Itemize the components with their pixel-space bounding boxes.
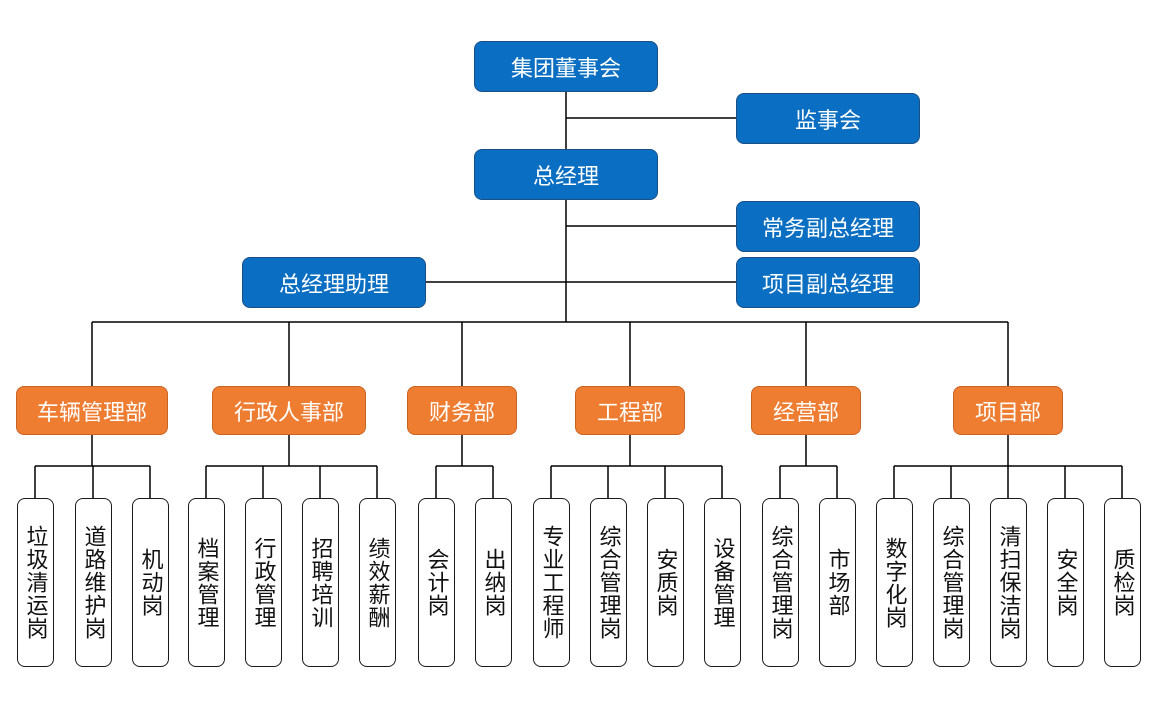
- department-box: 车辆管理部: [16, 386, 168, 435]
- department-box: 经营部: [751, 386, 861, 435]
- executive-vp-box: 常务副总经理: [736, 201, 920, 252]
- department-box: 财务部: [407, 386, 517, 435]
- position-box: 行政管理: [244, 498, 282, 667]
- position-box: 绩效薪酬: [358, 498, 396, 667]
- position-box: 综合管理岗: [761, 498, 799, 667]
- position-box: 道路维护岗: [74, 498, 112, 667]
- position-box: 档案管理: [187, 498, 225, 667]
- position-box: 出纳岗: [474, 498, 512, 667]
- department-box: 项目部: [953, 386, 1063, 435]
- position-box: 数字化岗: [875, 498, 913, 667]
- position-box: 机动岗: [131, 498, 169, 667]
- position-box: 专业工程师: [532, 498, 570, 667]
- position-box: 综合管理岗: [589, 498, 627, 667]
- position-box: 质检岗: [1103, 498, 1141, 667]
- position-box: 综合管理岗: [932, 498, 970, 667]
- position-box: 设备管理: [703, 498, 741, 667]
- position-box: 垃圾清运岗: [16, 498, 54, 667]
- position-box: 市场部: [818, 498, 856, 667]
- department-box: 行政人事部: [212, 386, 366, 435]
- position-box: 清扫保洁岗: [989, 498, 1027, 667]
- gm-assistant-box: 总经理助理: [242, 257, 426, 308]
- position-box: 安全岗: [1046, 498, 1084, 667]
- department-box: 工程部: [575, 386, 685, 435]
- general-manager-box: 总经理: [474, 149, 658, 200]
- board-box: 集团董事会: [474, 41, 658, 92]
- project-vp-box: 项目副总经理: [736, 257, 920, 308]
- position-box: 会计岗: [417, 498, 455, 667]
- supervisory-board-box: 监事会: [736, 93, 920, 144]
- position-box: 安质岗: [646, 498, 684, 667]
- position-box: 招聘培训: [301, 498, 339, 667]
